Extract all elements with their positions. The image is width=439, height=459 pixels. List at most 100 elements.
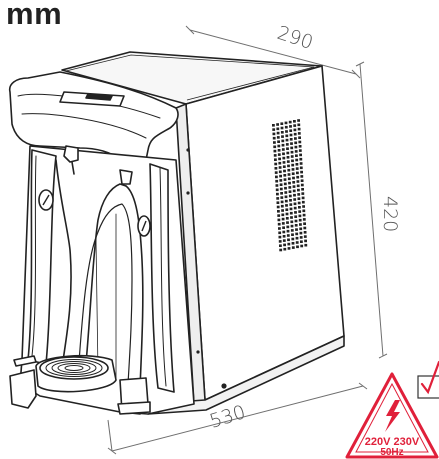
vent-slot <box>288 186 292 189</box>
vent-slot <box>278 227 281 230</box>
vent-slot <box>298 136 301 139</box>
vent-slot <box>277 210 280 213</box>
vent-slot <box>291 163 295 167</box>
vent-slot <box>290 146 294 150</box>
height-dimension-label: 420 <box>379 196 401 232</box>
vent-slot <box>290 229 294 232</box>
vent-slot <box>297 123 301 127</box>
vent-slot <box>291 168 295 171</box>
vent-slot <box>295 228 298 231</box>
vent-slot <box>278 235 282 239</box>
vent-slot <box>298 149 302 152</box>
vent-slot <box>282 152 285 156</box>
vent-slot <box>281 213 285 217</box>
vent-slot <box>294 150 298 153</box>
vent-slot <box>278 161 282 165</box>
vent-slot <box>285 130 288 133</box>
vent-slot <box>296 184 300 188</box>
vent-slot <box>282 230 286 234</box>
vent-slot <box>294 141 298 145</box>
vent-slot <box>281 135 284 138</box>
vent-slot <box>301 192 305 195</box>
vent-slot <box>276 197 280 200</box>
vent-slot <box>283 182 287 186</box>
vent-slot <box>284 121 288 125</box>
vent-slot <box>282 235 286 238</box>
vent-slot <box>303 226 307 230</box>
vent-slot <box>285 217 289 220</box>
vent-slot <box>273 154 277 157</box>
vent-slot <box>279 244 282 247</box>
vent-slot <box>302 213 306 217</box>
vent-slot <box>286 221 289 224</box>
vent-slot <box>283 174 287 177</box>
vent-slot <box>299 227 303 231</box>
vent-slot <box>276 131 280 135</box>
vent-slot <box>297 132 301 135</box>
vent-slot <box>277 222 281 226</box>
vent-slot <box>299 236 303 239</box>
vent-grille <box>272 119 308 252</box>
vent-slot <box>275 179 279 183</box>
vent-slot <box>286 147 289 150</box>
vent-slot <box>272 128 276 131</box>
vent-slot <box>281 222 285 225</box>
vent-slot <box>289 199 292 202</box>
vent-slot <box>275 184 279 187</box>
vent-slot <box>290 142 293 145</box>
width-dimension-label: 290 <box>274 22 315 54</box>
vent-slot <box>285 134 289 138</box>
vent-slot <box>301 188 304 191</box>
vent-slot <box>299 231 303 235</box>
vent-slot <box>281 217 285 221</box>
vent-slot <box>296 180 300 183</box>
vent-slot <box>300 244 304 248</box>
vent-slot <box>295 167 299 170</box>
vent-slot <box>276 136 280 139</box>
vent-slot <box>293 128 297 132</box>
vent-slot <box>277 218 281 222</box>
vent-slot <box>277 140 280 143</box>
vent-slot <box>280 200 284 204</box>
vent-slot <box>297 119 300 122</box>
vent-slot <box>279 187 283 191</box>
vent-slot <box>282 156 286 160</box>
vent-slot <box>300 170 303 174</box>
vent-slot <box>288 194 292 198</box>
vent-slot <box>283 247 287 251</box>
vent-slot <box>288 120 292 124</box>
vent-slot <box>274 162 278 166</box>
vent-slot <box>296 245 299 249</box>
vent-slot <box>300 183 304 187</box>
vent-slot <box>288 190 292 193</box>
vent-slot <box>300 175 304 178</box>
vent-slot <box>300 240 303 243</box>
vent-slot <box>280 204 284 208</box>
vent-slot <box>274 171 278 174</box>
vent-slot <box>294 224 298 227</box>
vent-slot <box>290 216 293 219</box>
vent-slot <box>277 144 281 148</box>
vent-slot <box>285 212 289 216</box>
vent-slot <box>278 170 282 174</box>
vent-slot <box>277 149 281 152</box>
vent-slot <box>274 167 278 170</box>
vent-slot <box>278 166 282 169</box>
unit-label: mm <box>6 0 63 31</box>
vent-slot <box>299 166 303 170</box>
vent-slot <box>278 157 281 161</box>
vent-slot <box>276 201 280 204</box>
vent-slot <box>304 239 307 243</box>
vent-slot <box>302 205 305 208</box>
vent-slot <box>291 172 295 175</box>
front-panel <box>8 71 195 415</box>
vent-slot <box>289 207 293 211</box>
vent-slot <box>295 241 299 244</box>
vent-slot <box>293 193 296 197</box>
vent-slot <box>286 225 290 229</box>
vent-slot <box>283 243 286 247</box>
vent-slot <box>284 199 288 203</box>
vent-slot <box>298 140 302 144</box>
vent-slot <box>272 124 275 127</box>
vent-slot <box>292 181 296 184</box>
